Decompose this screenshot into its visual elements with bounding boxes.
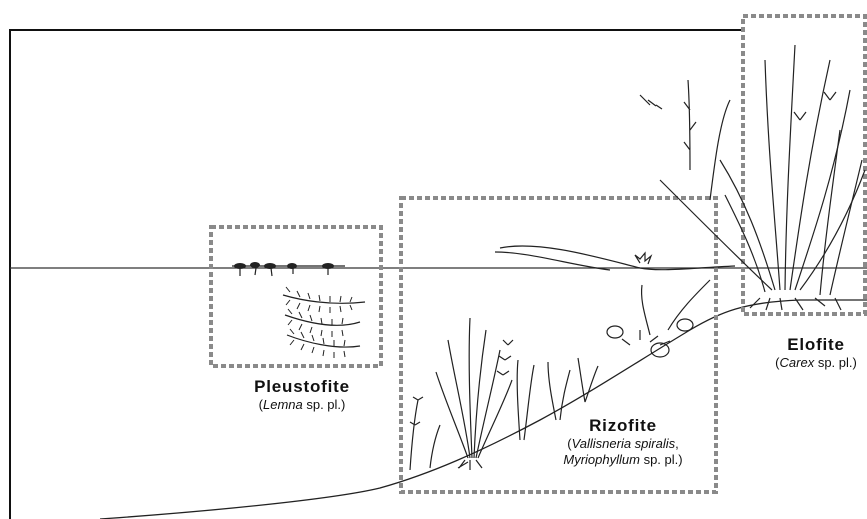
pleustofite-zone-box bbox=[211, 227, 381, 366]
rizofite-species-1: Vallisneria spiralis bbox=[572, 436, 676, 451]
rizofite-label: Rizofite (Vallisneria spiralis, Myriophy… bbox=[523, 416, 723, 468]
elofite-label: Elofite (Carex sp. pl.) bbox=[766, 335, 866, 371]
rizofite-title: Rizofite bbox=[523, 416, 723, 436]
rizofite-genus-2: Myriophyllum bbox=[563, 452, 640, 467]
rizofite-taxon-line-2: Myriophyllum sp. pl.) bbox=[523, 452, 723, 468]
pleustofite-title: Pleustofite bbox=[212, 377, 392, 397]
pleustofite-taxon: (Lemna sp. pl.) bbox=[212, 397, 392, 413]
elofite-genus: Carex bbox=[780, 355, 815, 370]
elofite-title: Elofite bbox=[766, 335, 866, 355]
elofite-suffix: sp. pl.) bbox=[814, 355, 857, 370]
pleustofite-label: Pleustofite (Lemna sp. pl.) bbox=[212, 377, 392, 413]
elofite-plant-illustration bbox=[640, 45, 865, 310]
pleustofite-suffix: sp. pl.) bbox=[303, 397, 346, 412]
rizofite-suffix: sp. pl.) bbox=[640, 452, 683, 467]
pleustofite-plant-illustration bbox=[232, 262, 365, 358]
pleustofite-genus: Lemna bbox=[263, 397, 303, 412]
rizofite-separator: , bbox=[675, 436, 679, 451]
elofite-taxon: (Carex sp. pl.) bbox=[766, 355, 866, 371]
rizofite-taxon-line-1: (Vallisneria spiralis, bbox=[523, 436, 723, 452]
elofite-zone-box bbox=[743, 16, 865, 314]
